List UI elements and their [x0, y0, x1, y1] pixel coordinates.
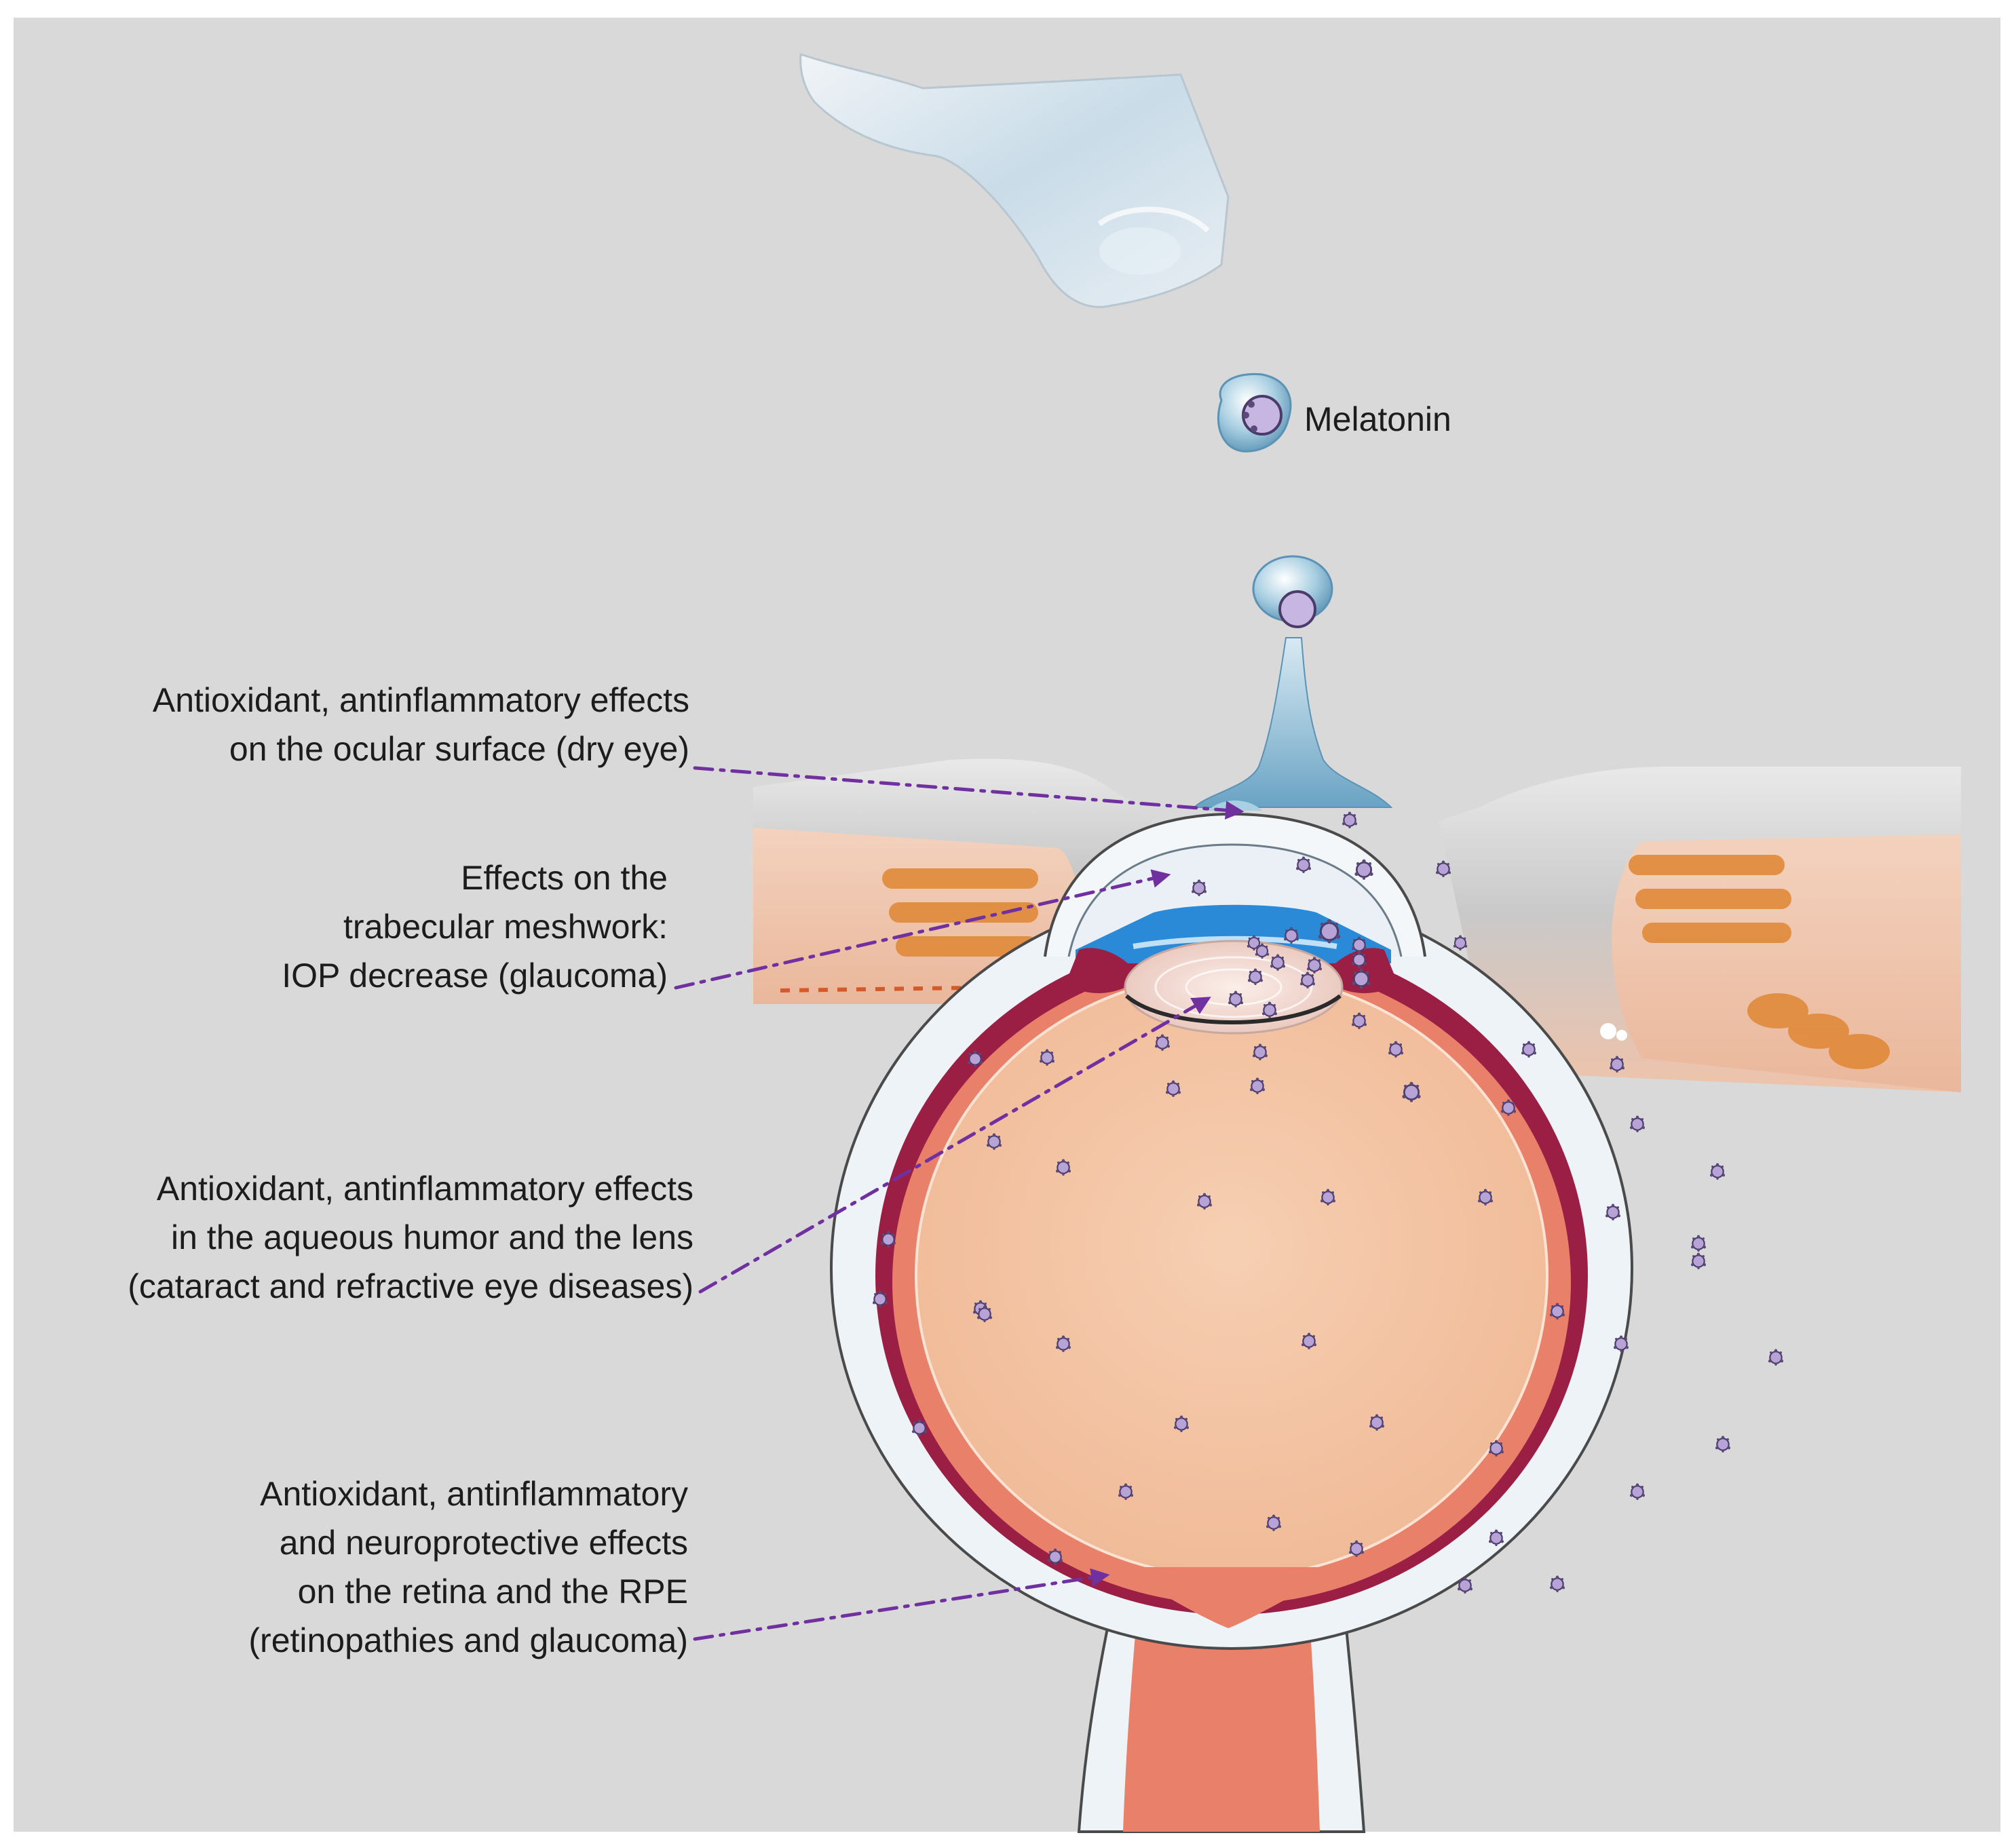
- eyelids: [753, 758, 1961, 1092]
- annotation-line: trabecular meshwork:: [343, 908, 668, 946]
- annotation-line: Antioxidant, antinflammatory effects: [152, 681, 689, 719]
- arrow-ocular-surface: [693, 766, 1244, 820]
- annotation-line: IOP decrease (glaucoma): [282, 957, 668, 995]
- arrow-trabecular: [674, 869, 1171, 990]
- annotation-aqueous-lens: Antioxidant, antinflammatory effects in …: [41, 1164, 694, 1311]
- annotation-line: Antioxidant, antinflammatory: [260, 1475, 688, 1513]
- arrow-aqueous-lens: [698, 997, 1211, 1294]
- drop-icon: [1192, 555, 1393, 808]
- annotation-line: on the ocular surface (dry eye): [229, 730, 689, 768]
- annotation-line: and neuroprotective effects: [279, 1524, 688, 1562]
- arrow-icon: [674, 766, 1244, 1641]
- annotation-line: (cataract and refractive eye diseases): [128, 1267, 694, 1305]
- melatonin-label: Melatonin: [1304, 400, 1451, 438]
- annotation-line: Antioxidant, antinflammatory effects: [156, 1170, 694, 1208]
- annotation-line: Effects on the: [461, 859, 668, 897]
- annotation-trabecular: Effects on the trabecular meshwork: IOP …: [41, 853, 668, 1000]
- annotation-retina-rpe: Antioxidant, antinflammatory and neuropr…: [41, 1469, 688, 1665]
- annotation-ocular-surface: Antioxidant, antinflammatory effects on …: [41, 676, 689, 773]
- arrow-retina-rpe: [693, 1568, 1110, 1641]
- annotation-line: on the retina and the RPE: [297, 1573, 688, 1611]
- annotation-line: (retinopathies and glaucoma): [248, 1621, 688, 1659]
- eyeball: [830, 801, 1633, 1833]
- annotation-line: in the aqueous humor and the lens: [171, 1218, 694, 1256]
- melatonin-molecule-icon: [1217, 372, 1292, 453]
- dropper-icon: [799, 52, 1230, 308]
